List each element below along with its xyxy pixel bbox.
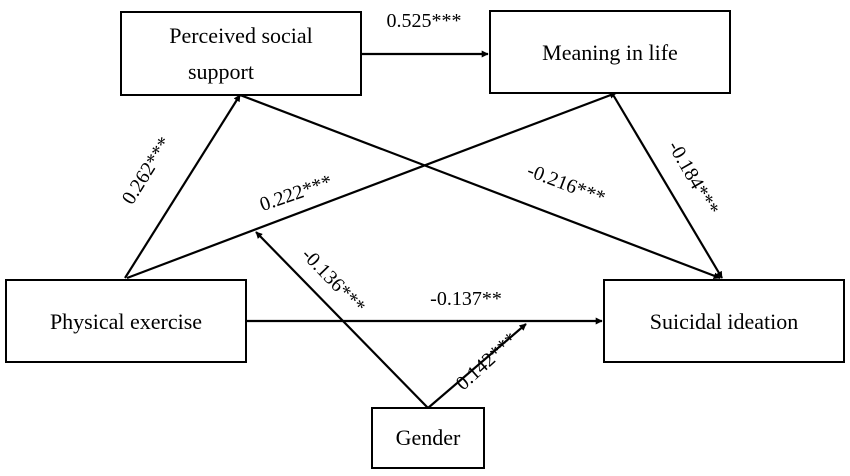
edge-gender-to-pe-pss [255, 231, 429, 409]
coef-pe-to-mil: 0.222*** [257, 171, 335, 216]
coef-pss-to-si: -0.216*** [524, 159, 608, 209]
node-label-physical-exercise: Physical exercise [50, 309, 202, 334]
coef-mil-to-si: -0.184*** [663, 137, 723, 219]
node-label-meaning-in-life: Meaning in life [542, 40, 678, 65]
node-meaning-in-life: Meaning in life [489, 10, 731, 94]
edge-pss-to-si [239, 93, 721, 280]
edge-pe-to-mil [126, 91, 617, 280]
coef-gender-to-pe-pss: -0.136*** [297, 244, 370, 318]
edge-pe-to-pss [124, 94, 241, 279]
edge-gender-to-pe-si [427, 323, 527, 409]
node-label-suicidal-ideation: Suicidal ideation [650, 309, 798, 334]
node-label-perceived-social-support-line1: Perceived social [169, 23, 313, 48]
node-label-gender: Gender [396, 425, 461, 450]
node-perceived-social-support: Perceived social support [120, 11, 362, 96]
node-gender: Gender [371, 407, 485, 469]
coef-pe-to-pss: 0.262*** [118, 133, 176, 208]
coef-gender-to-pe-si: 0.142*** [452, 328, 522, 395]
coef-pss-to-mil: 0.525*** [387, 10, 462, 32]
node-label-perceived-social-support-line2: support [188, 59, 254, 84]
coef-pe-to-si: -0.137** [430, 288, 502, 310]
edge-mil-to-si [611, 92, 723, 279]
node-physical-exercise: Physical exercise [5, 279, 247, 363]
node-suicidal-ideation: Suicidal ideation [603, 279, 845, 363]
